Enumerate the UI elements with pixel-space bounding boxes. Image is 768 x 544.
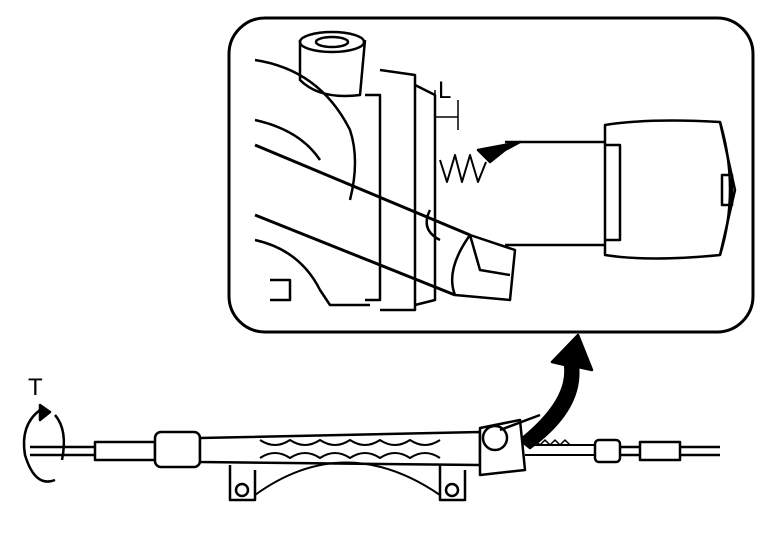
detail-inset: L: [227, 16, 755, 334]
steering-rack: [30, 413, 720, 502]
socket-tool: [505, 119, 737, 260]
arrow-icon: [476, 140, 522, 164]
clearance-label: L: [438, 77, 451, 104]
clearance-dimension: [434, 90, 522, 183]
pinion-shaft: [254, 143, 517, 302]
callout-arrow-icon: [518, 333, 594, 450]
gear-housing: [254, 30, 437, 312]
torque-rotation-icon: [22, 403, 66, 483]
torque-label: T: [28, 374, 43, 401]
rack-boot: [259, 439, 441, 459]
